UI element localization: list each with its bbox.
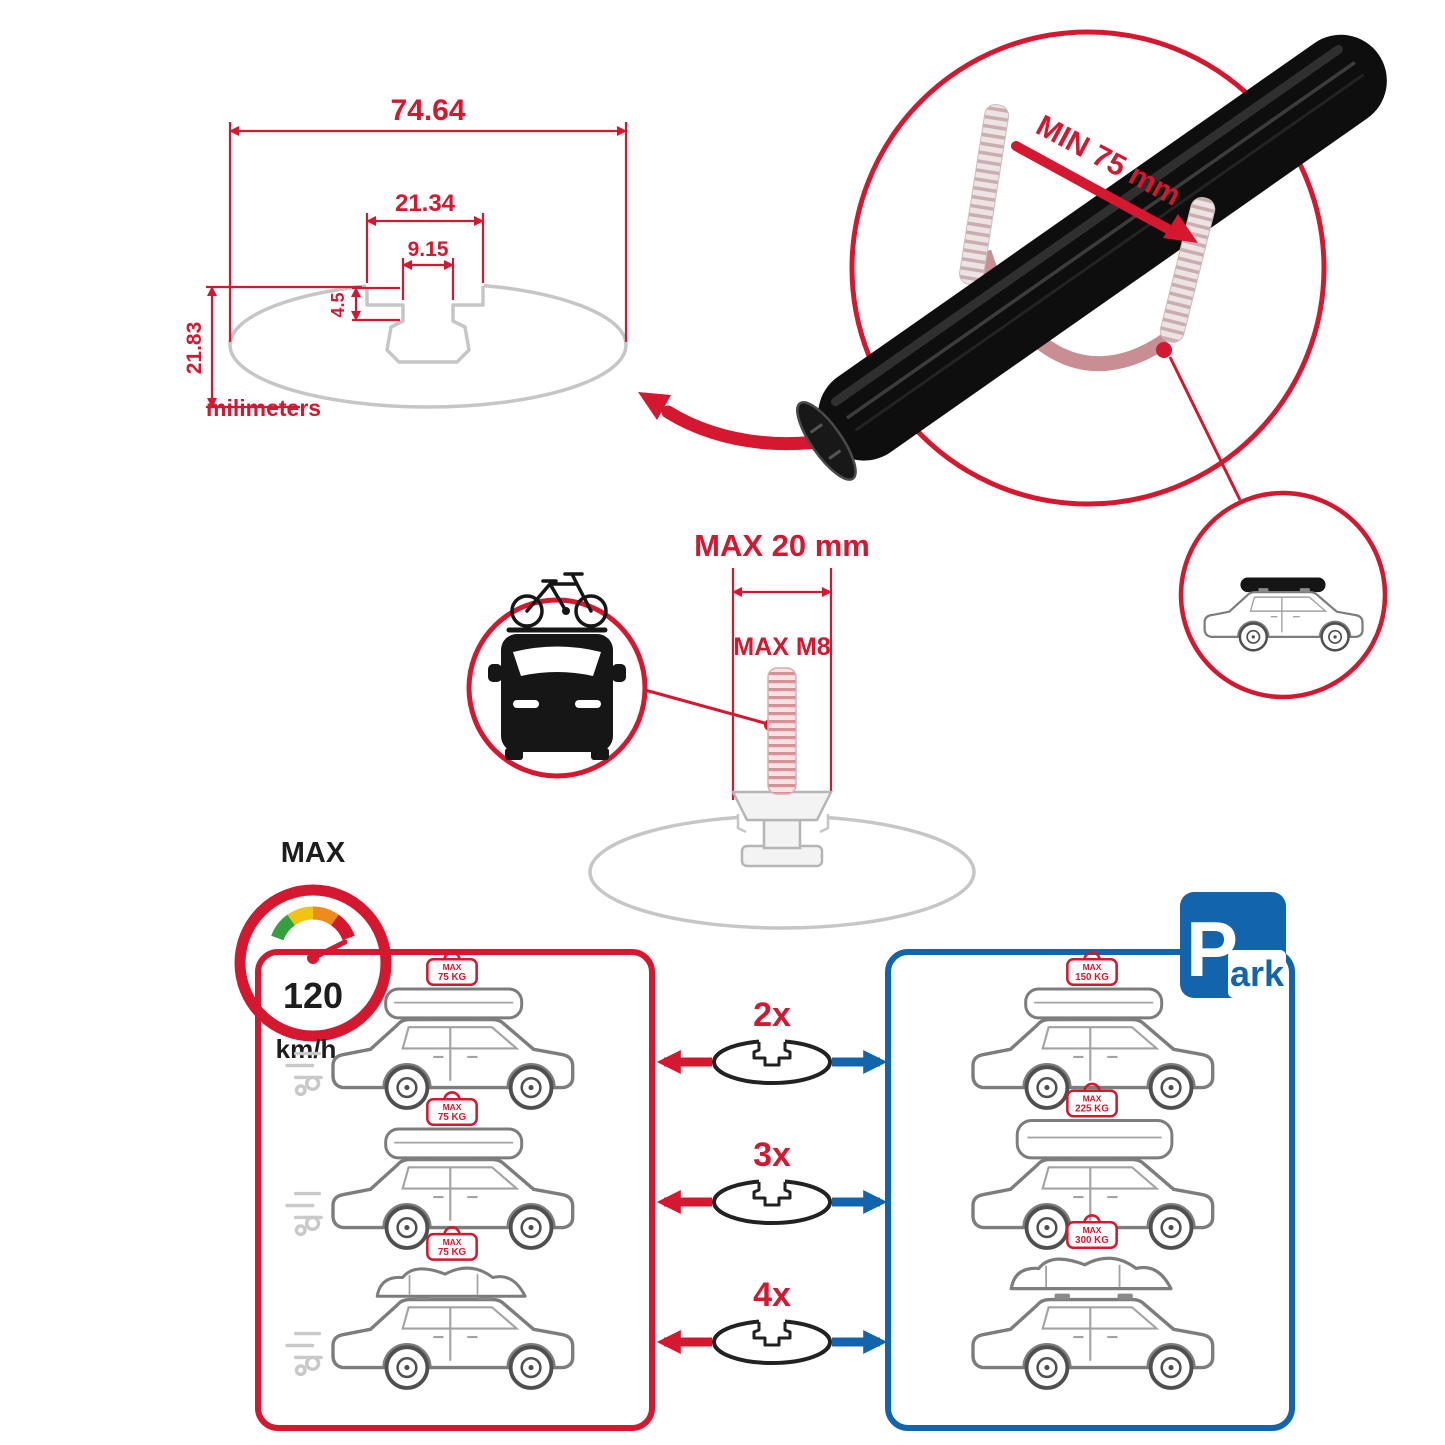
cargo-pile-icon [375,1266,527,1298]
park-sign-p: P [1186,905,1238,993]
parking-car-3: MAX 300 KG [971,1214,1215,1390]
parking-car-2: MAX 225 KG [971,1082,1215,1250]
bolt-diagram: MAX 20 mm MAX M8 [466,528,976,930]
bar-end-cap [796,401,857,481]
crossbar-profile-icon [712,1174,832,1225]
tag-load: 300 KG [1075,1235,1109,1246]
bars-row-1: 2x [656,996,888,1085]
roofbox-icon [1015,1119,1174,1160]
max-thread-label: MAX M8 [733,633,830,661]
car-icon [331,1291,575,1390]
tag-title: MAX [443,1237,462,1247]
zoom-circle [849,29,1327,507]
speed-unit: km/h [276,1034,337,1064]
dim-slot-width: 9.15 [408,238,449,261]
crossbar-3d [796,34,1387,481]
roofbox-icon [1024,987,1164,1020]
roofbox-icon [1240,577,1326,593]
tag-title: MAX [443,1102,462,1112]
bars-row-2: 3x [656,1136,888,1225]
tag-load: 75 KG [438,1112,466,1123]
park-sign-ark: ark [1230,953,1285,994]
roofbox-icon [384,1127,524,1160]
park-sign: P ark [1180,892,1286,998]
car-icon [331,1011,575,1110]
profile-t-slot [365,286,485,364]
crossbar-profile-icon [712,1314,832,1365]
crossbar-profile-icon [712,1034,832,1085]
load-tag: MAX 75 KG [426,1226,478,1261]
tag-load: 225 KG [1075,1104,1109,1115]
bolt-collar [730,790,834,822]
driving-car-3: MAX 75 KG [285,1226,575,1390]
car-icon [971,1291,1215,1390]
speed-max-label: MAX [281,837,346,869]
exhaust-smoke-icon [285,1191,323,1237]
threaded-rod-front [1159,197,1216,343]
bars-row-3: 4x [656,1276,888,1365]
tag-title: MAX [443,962,462,972]
tag-title: MAX [1083,962,1102,972]
clamp-point-dot [1156,342,1172,358]
min-span-arrowhead [1163,214,1198,243]
dim-lip-depth: 4.5 [328,292,348,317]
driving-car-1: MAX 75 KG [285,951,575,1110]
load-tag: MAX 75 KG [426,951,478,987]
parking-car-1: MAX 150 KG [971,951,1215,1110]
dim-height: 21.83 [183,322,206,375]
dim-channel-width: 21.34 [395,190,456,217]
bike-icon [510,572,608,628]
dim-total-width: 74.64 [390,94,465,127]
suv-roofbox-callout [1178,490,1388,700]
units-label: milimeters [206,395,321,421]
tag-load: 75 KG [438,972,466,983]
max-width-label: MAX 20 mm [694,528,870,563]
load-tag: MAX 300 KG [1066,1214,1118,1250]
driving-car-2: MAX 75 KG [285,1091,575,1250]
threaded-rod-back [959,104,1010,286]
tag-title: MAX [1083,1225,1102,1235]
speed-value: 120 [283,975,343,1016]
cargo-pile-icon [1009,1256,1173,1291]
bar-detail-view: MIN 75 mm [796,29,1387,507]
multiplier-label: 4x [753,1276,791,1314]
suv-with-roofbox-icon [1203,577,1364,652]
exhaust-smoke-icon [285,1331,323,1377]
multiplier-label: 3x [753,1136,791,1174]
tag-title: MAX [1083,1093,1102,1103]
load-tag: MAX 225 KG [1066,1082,1118,1118]
load-tag: MAX 150 KG [1066,951,1118,987]
tag-load: 75 KG [438,1247,466,1258]
bolt-thread [767,667,797,795]
multiplier-label: 2x [753,996,791,1034]
roofbox-icon [384,987,524,1020]
load-tag: MAX 75 KG [426,1091,478,1127]
car-front-icon [488,634,626,760]
tag-load: 150 KG [1075,972,1109,983]
cross-section-diagram: 74.64 21.34 9.15 4.5 21.83 milimeters [183,94,628,421]
